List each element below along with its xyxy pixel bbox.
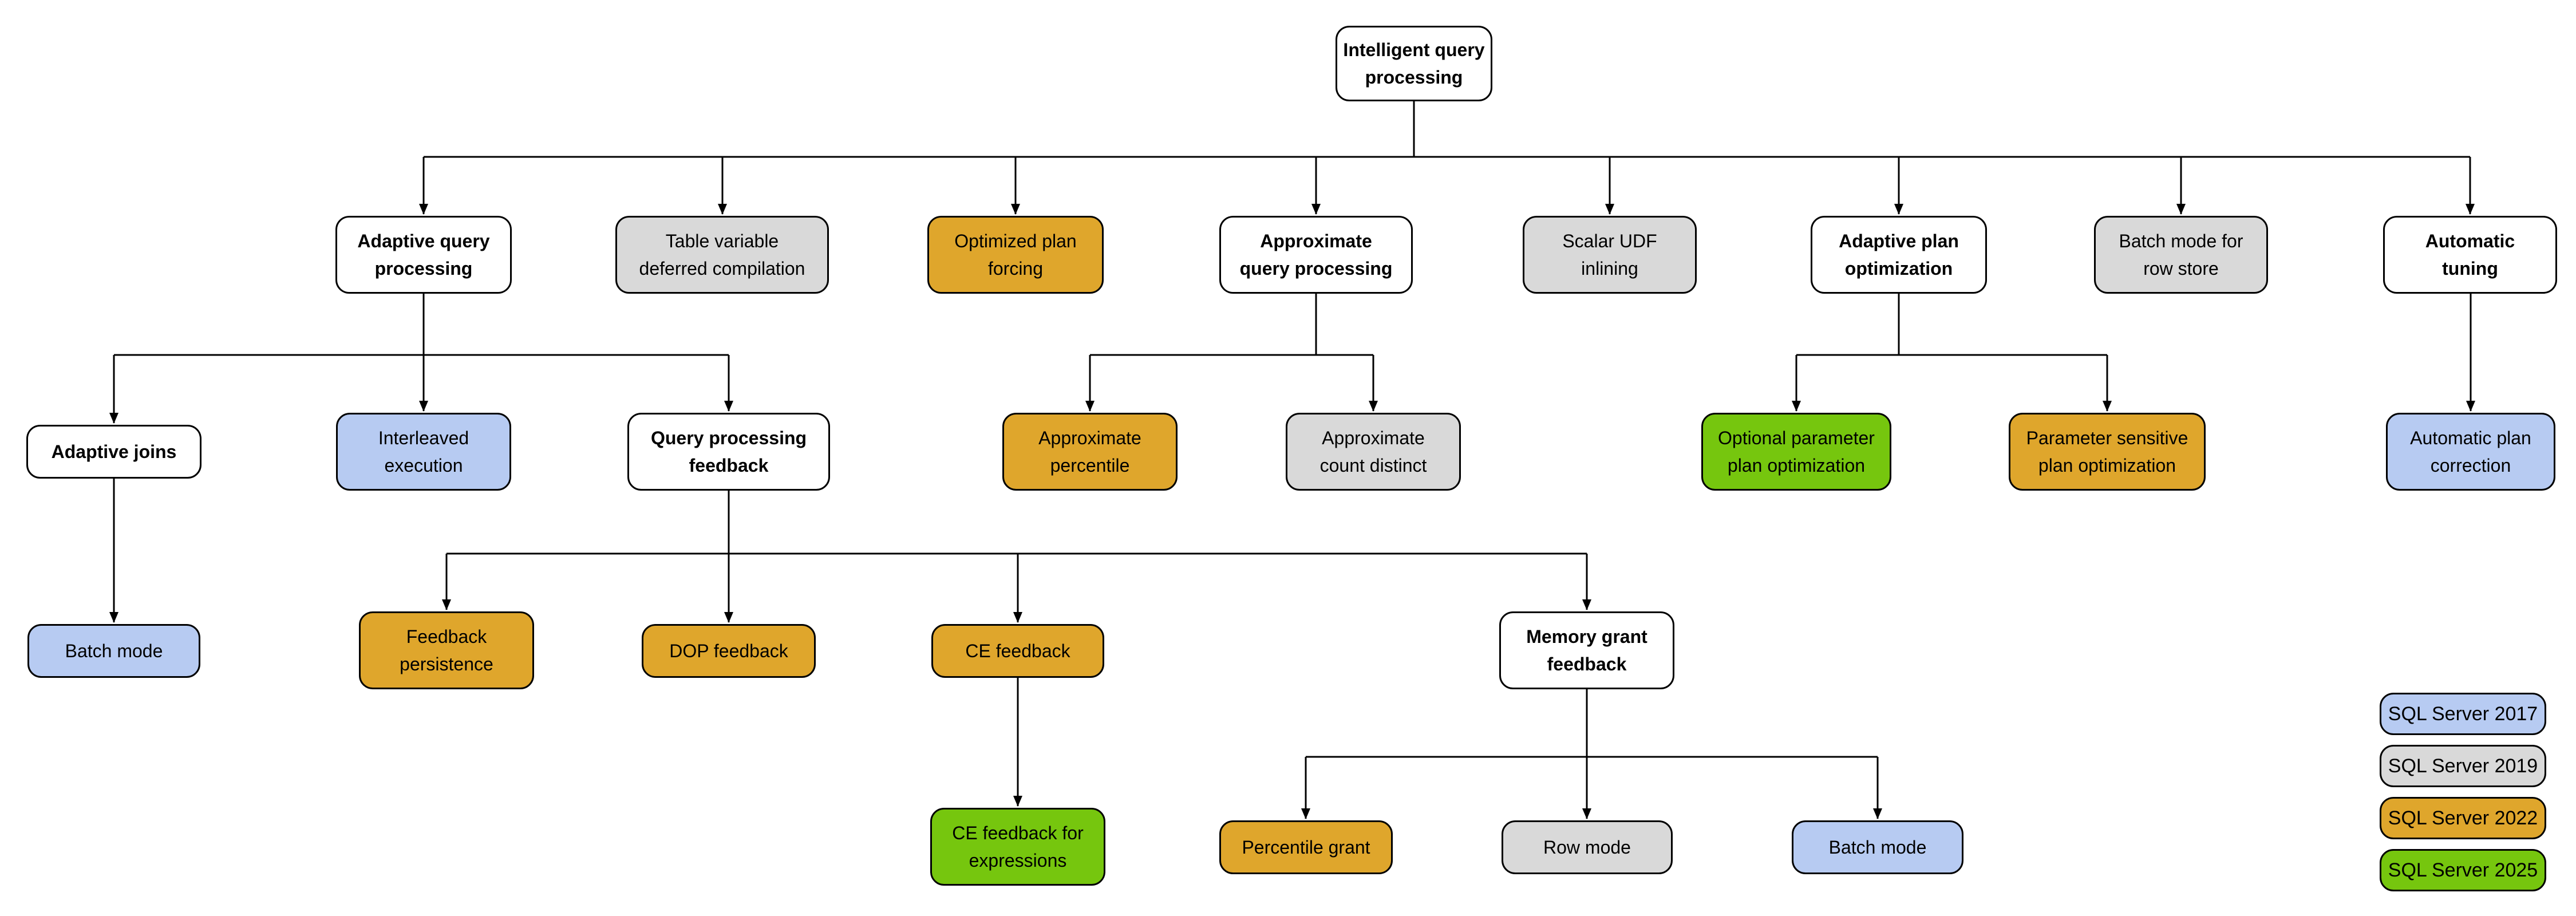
- node-automatic-plan-correction: Automatic plan correction: [2386, 413, 2555, 491]
- node-table-variable-deferred-compilation: Table variable deferred compilation: [615, 216, 829, 294]
- node-query-processing-feedback: Query processing feedback: [627, 413, 830, 491]
- node-adaptive-joins: Adaptive joins: [26, 425, 202, 479]
- node-batch-mode-for-row-store: Batch mode for row store: [2094, 216, 2268, 294]
- node-adaptive-query-processing: Adaptive query processing: [335, 216, 512, 294]
- node-approximate-query-processing: Approximate query processing: [1219, 216, 1413, 294]
- node-approximate-percentile: Approximate percentile: [1002, 413, 1178, 491]
- legend-sql-server-2025: SQL Server 2025: [2380, 849, 2546, 891]
- node-optional-parameter-plan-optimization: Optional parameter plan optimization: [1701, 413, 1891, 491]
- legend-sql-server-2019: SQL Server 2019: [2380, 745, 2546, 787]
- node-ce-feedback-for-expressions: CE feedback for expressions: [930, 808, 1105, 886]
- node-scalar-udf-inlining: Scalar UDF inlining: [1523, 216, 1697, 294]
- node-batch-mode-memory-grant: Batch mode: [1792, 820, 1963, 874]
- node-intelligent-query-processing: Intelligent query processing: [1336, 26, 1492, 101]
- node-ce-feedback: CE feedback: [931, 624, 1104, 678]
- node-memory-grant-feedback: Memory grant feedback: [1499, 611, 1674, 689]
- node-interleaved-execution: Interleaved execution: [336, 413, 511, 491]
- node-optimized-plan-forcing: Optimized plan forcing: [927, 216, 1104, 294]
- node-parameter-sensitive-plan-optimization: Parameter sensitive plan optimization: [2009, 413, 2206, 491]
- legend-sql-server-2022: SQL Server 2022: [2380, 797, 2546, 839]
- node-percentile-grant: Percentile grant: [1219, 820, 1393, 874]
- node-dop-feedback: DOP feedback: [642, 624, 816, 678]
- node-batch-mode-adaptive-joins: Batch mode: [27, 624, 200, 678]
- node-adaptive-plan-optimization: Adaptive plan optimization: [1811, 216, 1987, 294]
- node-feedback-persistence: Feedback persistence: [359, 611, 534, 689]
- node-approximate-count-distinct: Approximate count distinct: [1286, 413, 1461, 491]
- node-row-mode: Row mode: [1502, 820, 1673, 874]
- legend-sql-server-2017: SQL Server 2017: [2380, 693, 2546, 735]
- node-automatic-tuning: Automatic tuning: [2383, 216, 2557, 294]
